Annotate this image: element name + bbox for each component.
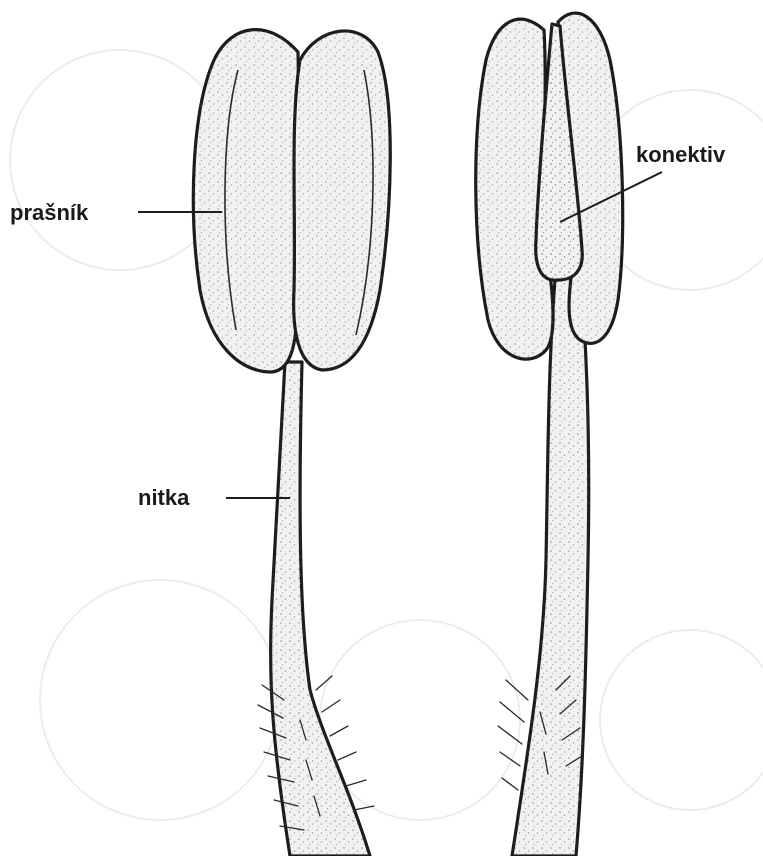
stamen-front-view bbox=[193, 30, 390, 856]
filament-label: nitka bbox=[138, 485, 190, 510]
filament-left bbox=[271, 362, 370, 856]
connective-label: konektiv bbox=[636, 142, 726, 167]
anther-right-theca bbox=[294, 31, 391, 370]
label-anther: prašník bbox=[10, 200, 222, 225]
label-filament: nitka bbox=[138, 485, 290, 510]
anther-left-theca bbox=[193, 30, 298, 372]
anther-label: prašník bbox=[10, 200, 89, 225]
